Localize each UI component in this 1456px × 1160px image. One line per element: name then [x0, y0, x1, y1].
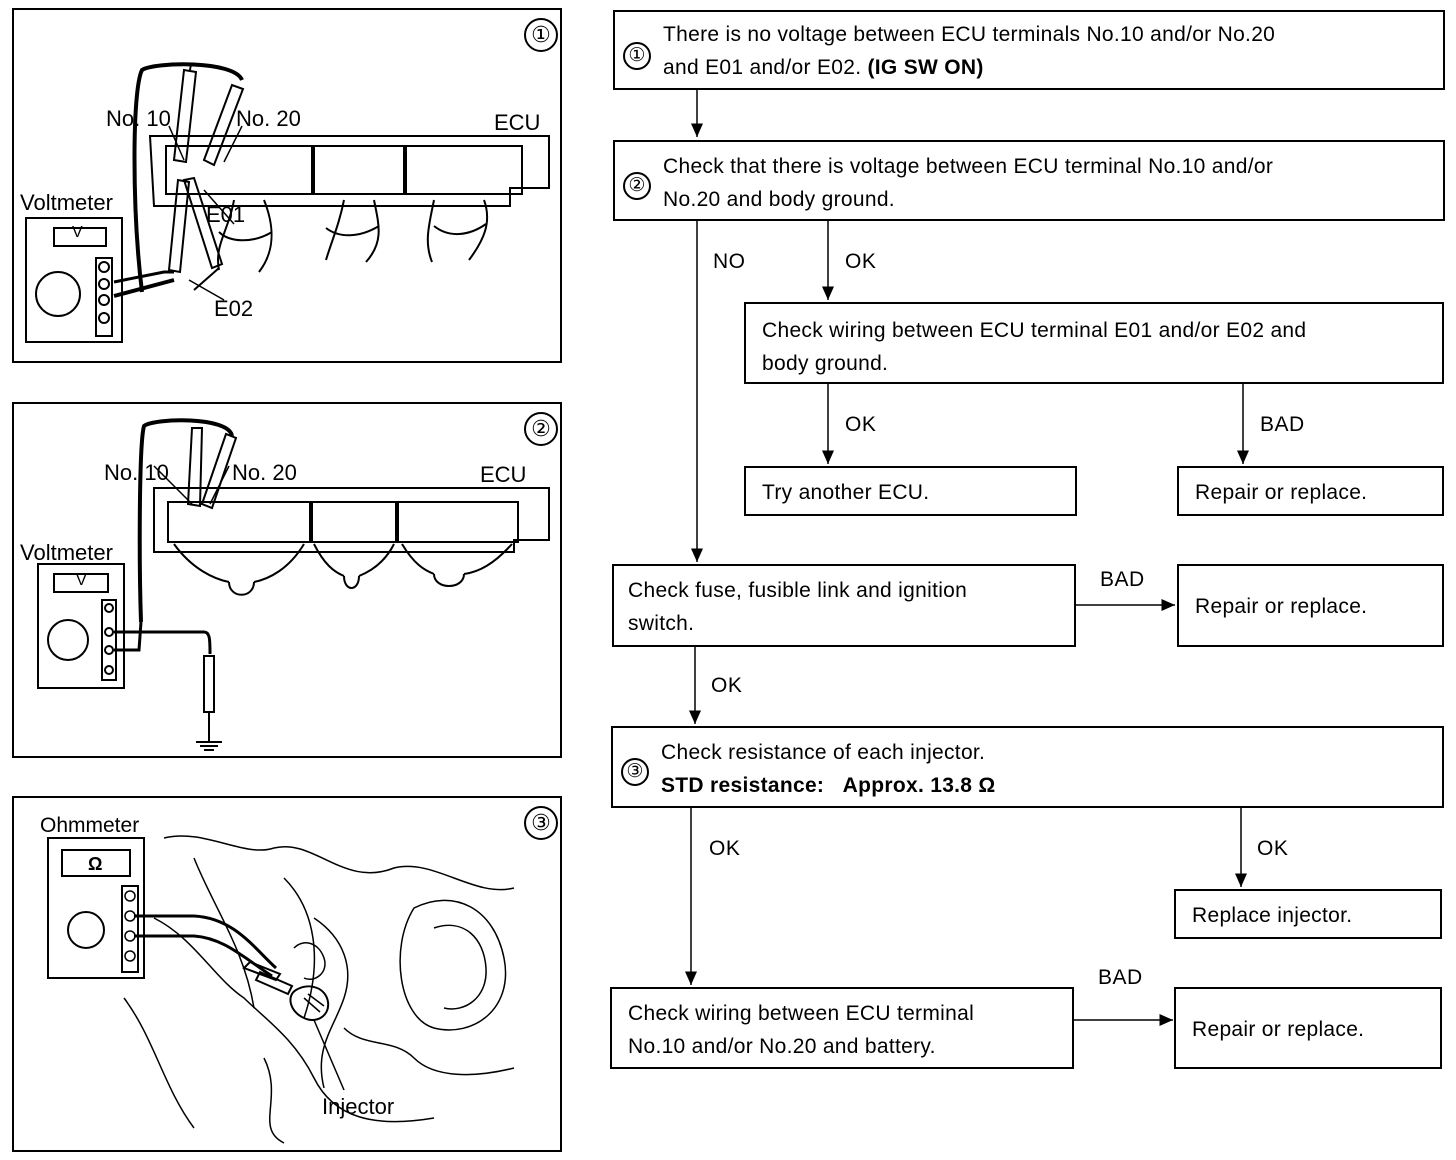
try-another-ecu-box: Try another ECU. [744, 466, 1077, 516]
label-no10: No. 10 [106, 106, 171, 131]
replace-injector-box: Replace injector. [1174, 889, 1442, 939]
flow-label-ok: OK [711, 674, 743, 697]
step-3-line-1: Check resistance of each injector. [661, 741, 986, 764]
ig-sw-on-note: (IG SW ON) [867, 56, 984, 79]
flow-label-bad: BAD [1260, 413, 1305, 436]
flow-label-bad: BAD [1100, 568, 1145, 591]
illustration-panel-1: ① No. 10 No. 20 ECU Voltmeter V E01 E02 [12, 8, 562, 363]
repair-text-2: Repair or replace. [1195, 595, 1368, 618]
flow-label-no: NO [713, 250, 746, 273]
step-number-1: ① [623, 42, 651, 70]
step-number-3: ③ [621, 758, 649, 786]
step-3-box: ③ Check resistance of each injector. STD… [611, 726, 1444, 808]
injector-resistance-illustration [47, 835, 515, 1144]
ground-wiring-line-2: body ground. [762, 352, 889, 375]
repair-text-3: Repair or replace. [1192, 1018, 1365, 1041]
label-ecu: ECU [480, 462, 527, 487]
try-another-ecu-text: Try another ECU. [762, 481, 930, 504]
ecu-voltage-illustration-2 [37, 418, 550, 751]
label-injector: Injector [322, 1094, 395, 1119]
label-ecu: ECU [494, 110, 541, 135]
illustration-panel-3: ③ Ohmmeter Ω Injector [12, 796, 562, 1152]
step-number-2: ② [623, 172, 651, 200]
label-no10: No. 10 [104, 460, 169, 485]
panel-number-1: ① [524, 18, 558, 52]
battery-wiring-line-2: No.10 and/or No.20 and battery. [628, 1035, 936, 1058]
meter-symbol: Ω [88, 854, 103, 874]
panel-number-2: ② [524, 412, 558, 446]
flow-label-ok: OK [845, 250, 877, 273]
repair-box-3: Repair or replace. [1174, 987, 1442, 1069]
label-ohmmeter: Ohmmeter [40, 814, 140, 837]
ground-wiring-line-1: Check wiring between ECU terminal E01 an… [762, 319, 1307, 342]
fuse-line-2: switch. [628, 612, 695, 635]
label-e02: E02 [214, 296, 254, 321]
replace-injector-text: Replace injector. [1192, 904, 1353, 927]
panel-number-3: ③ [524, 806, 558, 840]
repair-text-1: Repair or replace. [1195, 481, 1368, 504]
flow-label-ok: OK [845, 413, 877, 436]
check-battery-wiring-box: Check wiring between ECU terminal No.10 … [610, 987, 1074, 1069]
label-voltmeter: Voltmeter [20, 540, 113, 565]
flow-label-bad: BAD [1098, 966, 1143, 989]
step-1-line-2: and E01 and/or E02. [663, 56, 862, 79]
check-ground-wiring-box: Check wiring between ECU terminal E01 an… [744, 302, 1444, 384]
check-fuse-box: Check fuse, fusible link and ignition sw… [612, 564, 1076, 647]
step-2-line-2: No.20 and body ground. [663, 188, 895, 211]
illustration-panel-2: ② No. 10 No. 20 ECU Voltmeter V [12, 402, 562, 758]
label-voltmeter: Voltmeter [20, 190, 113, 215]
meter-symbol: V [76, 572, 87, 589]
label-e01: E01 [206, 202, 246, 227]
step-1-line-1: There is no voltage between ECU terminal… [663, 23, 1276, 46]
ecu-voltage-illustration-1 [25, 62, 550, 343]
std-resistance-value: Approx. 13.8 Ω [842, 774, 996, 797]
repair-box-2: Repair or replace. [1177, 564, 1444, 647]
step-1-box: ① There is no voltage between ECU termin… [613, 10, 1445, 90]
std-resistance-label: STD resistance: [661, 774, 825, 797]
label-no20: No. 20 [236, 106, 301, 131]
label-no20: No. 20 [232, 460, 297, 485]
step-2-box: ② Check that there is voltage between EC… [613, 140, 1445, 221]
step-2-line-1: Check that there is voltage between ECU … [663, 155, 1274, 178]
meter-symbol: V [72, 224, 83, 241]
flow-label-ok: OK [1257, 837, 1289, 860]
battery-wiring-line-1: Check wiring between ECU terminal [628, 1002, 975, 1025]
repair-box-1: Repair or replace. [1177, 466, 1444, 516]
flow-label-ok: OK [709, 837, 741, 860]
fuse-line-1: Check fuse, fusible link and ignition [628, 579, 968, 602]
